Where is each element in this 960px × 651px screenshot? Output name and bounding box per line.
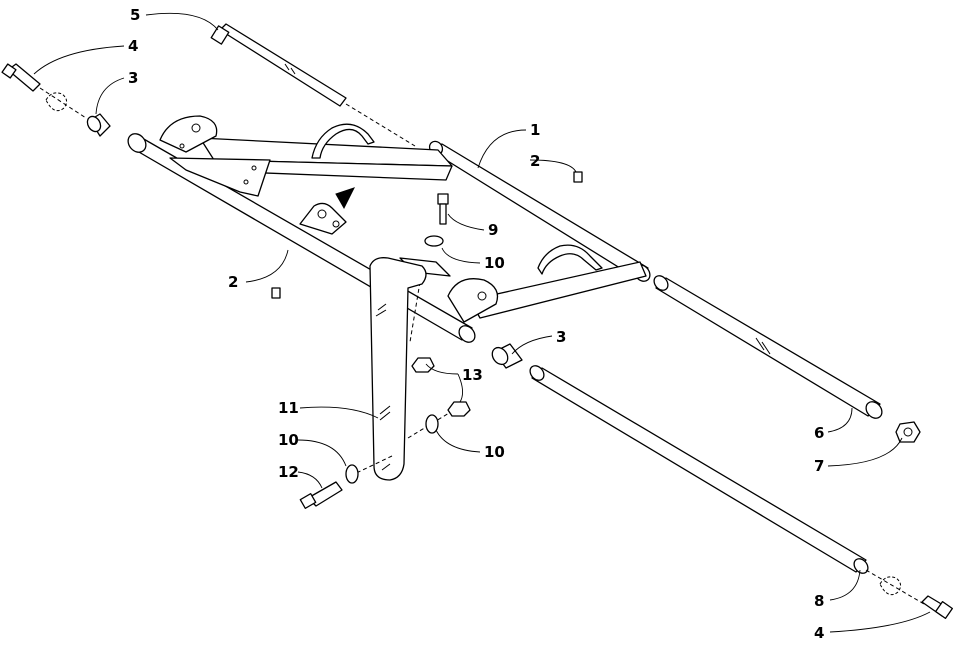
part-13-nuts [411,357,471,417]
part-11-arm [349,257,455,481]
part-3-bushing-top [86,113,111,137]
part-5-shaft [210,23,416,147]
callout-9: 9 [488,221,498,239]
callout-2: 2 [228,273,238,291]
callout-10: 10 [278,431,299,449]
part-9-bolt [409,193,449,343]
callout-4: 4 [814,624,824,642]
part-6-shaft [653,275,883,419]
callout-5: 5 [130,6,140,24]
callout-3: 3 [128,69,138,87]
callout-7: 7 [814,457,824,475]
callout-10: 10 [484,443,505,461]
callout-12: 12 [278,463,299,481]
callout-1: 1 [530,121,540,139]
callout-13: 13 [462,366,483,384]
part-10-washers-lower [345,414,439,484]
part-4-bolt-top [1,63,87,119]
part-2-grease-fittings [271,171,583,299]
callout-4: 4 [128,37,138,55]
callout-2: 2 [530,152,540,170]
callout-11: 11 [278,399,299,417]
part-3-bushing-lower [491,343,523,369]
leader-lines [33,12,931,633]
callout-10: 10 [484,254,505,272]
callout-6: 6 [814,424,824,442]
callout-3: 3 [556,328,566,346]
part-12-bolt [299,481,343,509]
part-4-bolt-lower [879,576,954,620]
part-7-nut [895,421,921,443]
callout-labels: 5 4 3 1 2 9 10 2 3 13 11 10 10 12 6 7 8 … [128,6,824,642]
callout-8: 8 [814,592,824,610]
part-8-shaft [529,365,925,605]
